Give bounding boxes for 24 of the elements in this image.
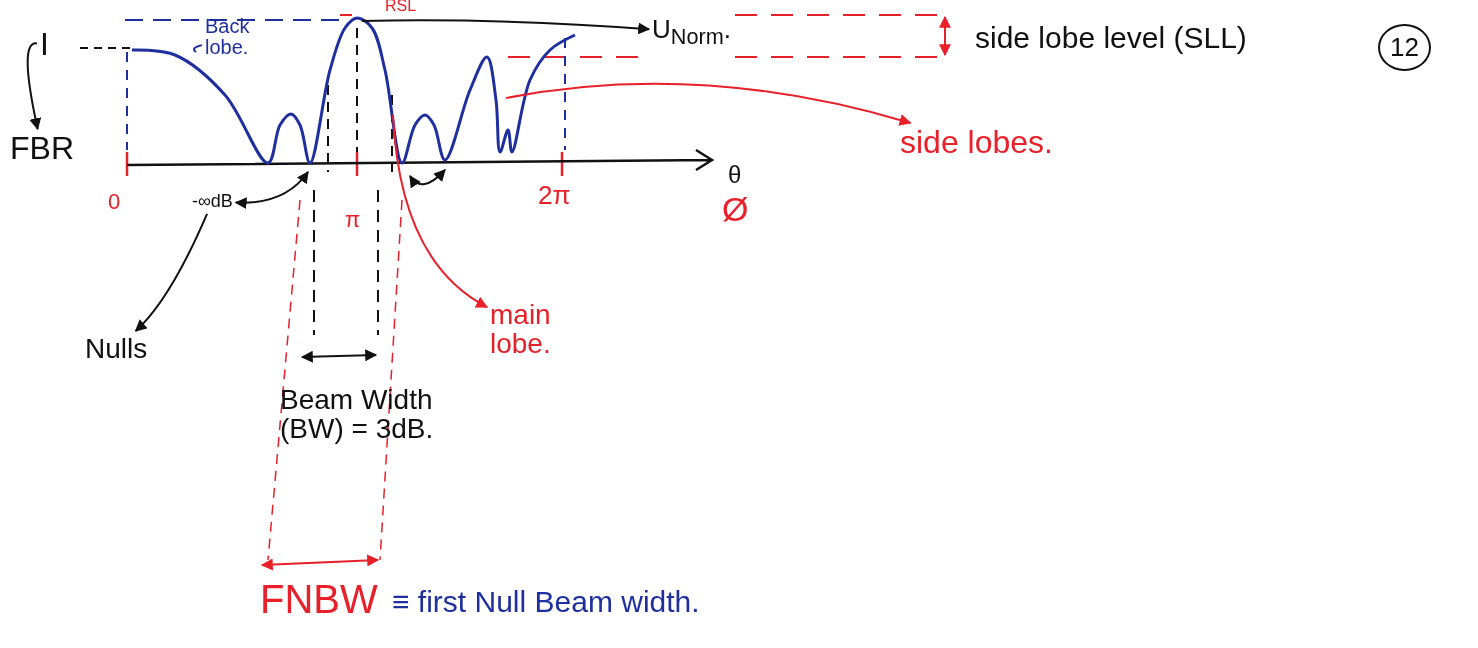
annotation-text: side lobe level (SLL) (975, 22, 1247, 54)
axis-label: θ (728, 162, 742, 188)
annotation-text: Nulls (85, 334, 148, 364)
arrow (361, 19, 651, 35)
tick-label: 0 (108, 190, 121, 214)
arrow (134, 212, 209, 332)
page-number: 12 (1378, 24, 1431, 72)
annotation-text: U$_{Norm}$. (652, 16, 731, 49)
tick-label: π (345, 208, 361, 232)
arrow (234, 171, 309, 209)
annotation-text: -∞dB (192, 192, 233, 211)
point-label: RSL (385, 0, 417, 15)
axis-label: FBR (10, 132, 74, 166)
leader-line (193, 44, 203, 53)
symbol-label: I (40, 28, 49, 62)
arrow (505, 82, 912, 126)
tick-label: 2π (538, 182, 571, 210)
annotation-text: main lobe. (490, 300, 570, 359)
annotation-text: ≡ first Null Beam width. (392, 586, 700, 618)
annotation-text: FNBW (260, 578, 378, 620)
axis-label: Ø (722, 192, 749, 228)
annotation-text: Beam Width (BW) = 3dB. (280, 385, 435, 444)
arrow (392, 114, 489, 309)
annotation-text: side lobes. (900, 126, 1053, 160)
